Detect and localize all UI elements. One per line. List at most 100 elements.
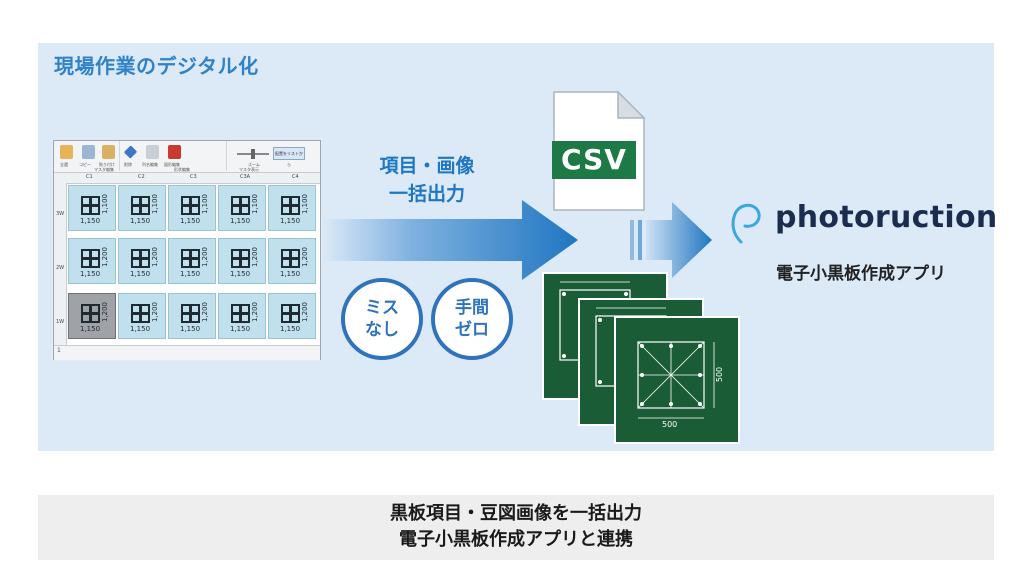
- toolbar-caption: 図形編集: [164, 162, 180, 167]
- cell-width-label: 1,150: [180, 325, 201, 333]
- cell-width-label: 1,150: [80, 325, 101, 333]
- toolbar-caption: 列名編集: [142, 162, 158, 167]
- arrow-label: 項目・画像 一括出力: [362, 152, 492, 208]
- cell-width-label: 1,150: [130, 325, 151, 333]
- badge-line: ゼロ: [455, 320, 489, 340]
- column-header: C1: [86, 174, 93, 180]
- main-arrow-shape: [322, 200, 578, 280]
- board-height-label: 500: [715, 366, 725, 383]
- copy-icon[interactable]: [82, 145, 95, 159]
- column-header: C4: [292, 174, 299, 180]
- spreadsheet-window: 全選 コピー 貼り付け 削除 列名編集 図形編集 マスタ編集 形状編集 マスタ表…: [53, 140, 321, 360]
- spreadsheet-toolbar: 全選 コピー 貼り付け 削除 列名編集 図形編集 マスタ編集 形状編集 マスタ表…: [54, 141, 320, 173]
- column-section-icon: [81, 249, 100, 268]
- spreadsheet-status-bar: 1: [54, 345, 320, 360]
- column-header: C3A: [240, 174, 251, 180]
- column-section-icon: [131, 249, 150, 268]
- zero-effort-badge: 手間 ゼロ: [431, 278, 513, 360]
- arrow-label-line: 項目・画像: [379, 155, 475, 177]
- clipboard-icon[interactable]: [60, 145, 73, 159]
- column-section-icon: [281, 196, 300, 215]
- toolbar-caption: 全選: [60, 162, 68, 167]
- place-from-list-button[interactable]: 配置をリストから: [273, 147, 305, 167]
- row-header-column: 3W 2W 1W: [54, 183, 67, 345]
- column-section-icon: [231, 304, 250, 323]
- paste-icon[interactable]: [102, 145, 115, 159]
- zoom-slider-knob[interactable]: [251, 149, 255, 159]
- column-section-icon: [131, 196, 150, 215]
- status-text: 1: [57, 347, 61, 354]
- cell-width-label: 1,150: [280, 270, 301, 278]
- column-header-row: C1 C2 C3 C3A C4: [54, 173, 320, 184]
- csv-label: CSV: [552, 141, 636, 179]
- cell-width-label: 1,150: [230, 217, 251, 225]
- toolbar-caption: コピー: [79, 162, 91, 167]
- column-section-icon: [181, 304, 200, 323]
- toolbar-divider: [119, 141, 120, 171]
- cell-width-label: 1,150: [230, 270, 251, 278]
- badge-line: 手間: [455, 298, 489, 318]
- toolbar-group-label: マスタ表示: [239, 167, 259, 172]
- row-header: 2W: [56, 265, 65, 271]
- caption-line: 電子小黒板作成アプリと連携: [399, 529, 633, 550]
- column-section-icon: [231, 249, 250, 268]
- cell-width-label: 1,150: [280, 325, 301, 333]
- cell-width-label: 1,150: [180, 217, 201, 225]
- cell-width-label: 1,150: [80, 270, 101, 278]
- arrow-label-line: 一括出力: [388, 183, 465, 205]
- column-header: C2: [138, 174, 145, 180]
- arrow-dash: [638, 220, 642, 260]
- cell-width-label: 1,150: [230, 325, 251, 333]
- row-header: 1W: [56, 319, 65, 325]
- row-header: 3W: [56, 211, 65, 217]
- cell-width-label: 1,150: [130, 217, 151, 225]
- column-section-icon: [231, 196, 250, 215]
- rebar-diagram: [637, 341, 715, 419]
- arrow-dash: [630, 220, 634, 260]
- cell-width-label: 1,150: [130, 270, 151, 278]
- column-section-icon: [281, 304, 300, 323]
- page-heading: 現場作業のデジタル化: [54, 54, 259, 78]
- list-edit-icon[interactable]: [146, 145, 159, 159]
- brand-subtitle: 電子小黒板作成アプリ: [776, 264, 946, 284]
- second-arrow-shape: [646, 202, 712, 278]
- board-width-label: 500: [662, 420, 678, 429]
- column-section-icon: [181, 196, 200, 215]
- toolbar-group-label: マスタ編集: [94, 167, 114, 172]
- column-section-icon: [81, 304, 100, 323]
- cell-width-label: 1,150: [180, 270, 201, 278]
- badge-line: ミス: [365, 298, 399, 318]
- caption-line: 黒板項目・豆図画像を一括出力: [390, 503, 642, 524]
- badge-line: なし: [365, 320, 399, 340]
- toolbar-caption: ズーム: [248, 162, 260, 167]
- toolbar-caption: 貼り付け: [99, 162, 115, 167]
- brand-name: photoruction: [775, 200, 998, 235]
- toolbar-group-label: 形状編集: [174, 167, 190, 172]
- caption-box: 黒板項目・豆図画像を一括出力 電子小黒板作成アプリと連携: [38, 495, 994, 560]
- cell-width-label: 1,150: [80, 217, 101, 225]
- column-section-icon: [131, 304, 150, 323]
- column-section-icon: [181, 249, 200, 268]
- no-mistakes-badge: ミス なし: [341, 278, 423, 360]
- photoruction-logo-icon: [731, 203, 761, 244]
- cell-width-label: 1,150: [280, 217, 301, 225]
- column-section-icon: [81, 196, 100, 215]
- shape-edit-icon[interactable]: [168, 145, 181, 159]
- blackboard-card: 500 500: [614, 316, 740, 444]
